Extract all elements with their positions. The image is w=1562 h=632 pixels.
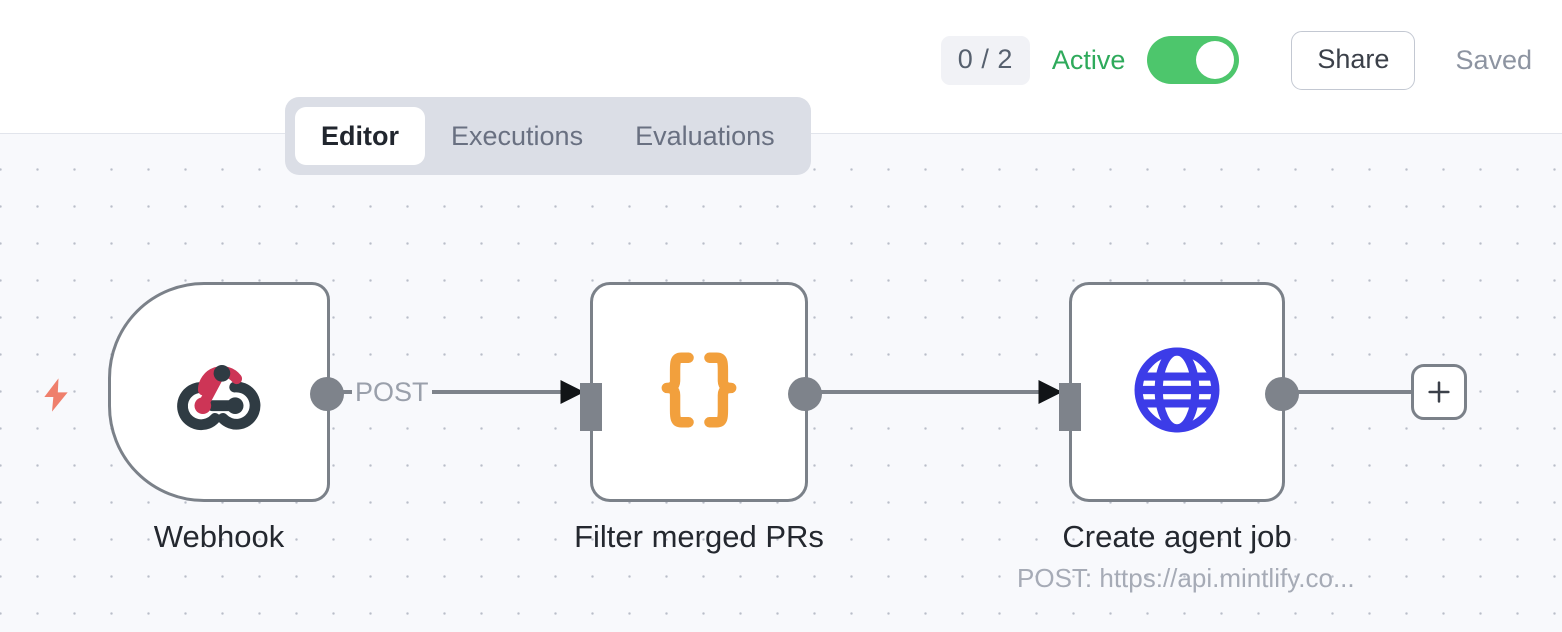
header-actions: 0 / 2 Active Share Saved <box>940 29 1532 91</box>
webhook-output-port[interactable] <box>310 377 344 411</box>
filter-output-port[interactable] <box>788 377 822 411</box>
node-webhook-body <box>111 285 327 499</box>
node-create-agent-job-body <box>1072 285 1282 499</box>
add-node-button[interactable] <box>1411 364 1467 420</box>
view-tabs: Editor Executions Evaluations <box>285 97 811 175</box>
webhook-icon <box>170 341 268 444</box>
share-button[interactable]: Share <box>1291 30 1416 90</box>
node-filter-merged-prs[interactable] <box>580 282 822 502</box>
filter-input-port[interactable] <box>580 383 602 431</box>
node-filter-body <box>593 285 805 499</box>
edge-label-post: POST <box>352 379 432 406</box>
execution-count-badge: 0 / 2 <box>940 35 1030 85</box>
tab-editor[interactable]: Editor <box>295 107 425 165</box>
trigger-bolt-icon <box>36 371 76 424</box>
toggle-knob <box>1196 41 1235 79</box>
globe-icon <box>1129 342 1225 443</box>
workflow-canvas[interactable]: Webhook Filter merged PR <box>0 134 1562 632</box>
workflow-active-toggle[interactable] <box>1147 36 1240 84</box>
flow-graph: Webhook Filter merged PR <box>0 134 1562 632</box>
create-agent-job-output-port[interactable] <box>1265 377 1299 411</box>
tab-evaluations[interactable]: Evaluations <box>635 120 775 151</box>
workflow-status-label: Active <box>1051 44 1126 75</box>
saved-status-label: Saved <box>1455 44 1532 75</box>
node-webhook-label: Webhook <box>153 519 285 554</box>
tab-executions[interactable]: Executions <box>451 120 584 151</box>
node-create-agent-job-label: Create agent job <box>1062 519 1292 554</box>
curly-braces-icon <box>647 338 751 447</box>
node-webhook[interactable] <box>108 282 344 502</box>
node-create-agent-job-sublabel: POST: https://api.mintlify.co... <box>1017 563 1355 593</box>
plus-icon <box>1428 381 1450 403</box>
node-filter-label: Filter merged PRs <box>574 519 824 554</box>
node-create-agent-job[interactable] <box>1059 282 1299 502</box>
create-agent-job-input-port[interactable] <box>1059 383 1081 431</box>
